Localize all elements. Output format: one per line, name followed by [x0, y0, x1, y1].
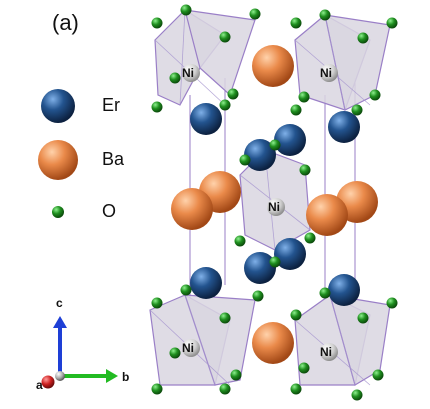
- ni-atom: [320, 64, 338, 82]
- o-atom: [290, 383, 302, 395]
- legend: [38, 89, 78, 218]
- legend-ba-sphere-icon: [38, 140, 78, 180]
- er-atoms: [190, 103, 360, 306]
- ni-label: Ni: [182, 341, 194, 355]
- legend-label-o: O: [102, 201, 117, 221]
- o-atom: [151, 297, 163, 309]
- ba-atom: [252, 45, 294, 87]
- o-atom: [169, 72, 181, 84]
- o-atom: [299, 164, 311, 176]
- panel-label: (a): [52, 10, 79, 35]
- o-atom: [351, 389, 363, 401]
- o-atom: [219, 312, 231, 324]
- o-atom: [319, 287, 331, 299]
- o-atom: [290, 309, 302, 321]
- ni-atom: [182, 64, 200, 82]
- o-atom: [386, 17, 398, 29]
- o-atom: [180, 4, 192, 16]
- axis-label-a: a: [36, 378, 43, 392]
- o-atom: [269, 139, 281, 151]
- o-atom: [151, 101, 163, 113]
- axis-origin: [55, 371, 65, 381]
- o-atom: [227, 88, 239, 100]
- o-atom: [151, 17, 163, 29]
- legend-o-sphere-icon: [52, 206, 64, 218]
- o-atom: [357, 312, 369, 324]
- o-atom: [180, 284, 192, 296]
- er-atom: [274, 238, 306, 270]
- legend-er-sphere-icon: [41, 89, 75, 123]
- legend-label-er: Er: [102, 95, 120, 115]
- o-atom: [319, 9, 331, 21]
- o-atom: [304, 232, 316, 244]
- ni-label: Ni: [320, 345, 332, 359]
- octahedron: [184, 9, 256, 97]
- o-atom: [298, 362, 310, 374]
- o-atom: [290, 17, 302, 29]
- legend-label-ba: Ba: [102, 149, 125, 169]
- er-atom: [244, 139, 276, 171]
- ba-atom: [171, 188, 213, 230]
- er-atom: [244, 252, 276, 284]
- o-atom: [169, 347, 181, 359]
- ba-atom: [306, 194, 348, 236]
- ba-atom: [252, 322, 294, 364]
- er-atom: [328, 274, 360, 306]
- o-atom: [219, 383, 231, 395]
- ni-atom: [182, 339, 200, 357]
- o-atom: [230, 369, 242, 381]
- o-atom: [252, 290, 264, 302]
- ni-octahedra: [149, 9, 391, 386]
- ni-label: Ni: [182, 66, 194, 80]
- o-atoms: [151, 4, 398, 401]
- axis-indicator: [41, 316, 118, 389]
- o-atom: [290, 104, 302, 116]
- ba-atoms: [171, 45, 378, 364]
- o-atom: [298, 91, 310, 103]
- b-arrowhead-icon: [106, 369, 118, 383]
- ni-atom: [320, 343, 338, 361]
- o-atom: [351, 104, 363, 116]
- o-atom: [249, 8, 261, 20]
- o-atom: [219, 31, 231, 43]
- ni-labels: Ni Ni Ni Ni Ni: [182, 66, 332, 359]
- axis-label-b: b: [122, 370, 130, 384]
- o-atom: [357, 32, 369, 44]
- o-atom: [369, 89, 381, 101]
- er-atom: [328, 111, 360, 143]
- o-atom: [269, 256, 281, 268]
- er-atom: [274, 124, 306, 156]
- ni-label: Ni: [320, 66, 332, 80]
- er-atom: [190, 267, 222, 299]
- o-atom: [239, 154, 251, 166]
- ni-atoms: [182, 64, 338, 361]
- ni-atom: [267, 198, 285, 216]
- o-atom: [386, 297, 398, 309]
- o-atom: [234, 235, 246, 247]
- c-arrowhead-icon: [53, 316, 67, 328]
- axis-label-c: c: [56, 296, 63, 310]
- o-atom: [151, 383, 163, 395]
- o-atom: [219, 99, 231, 111]
- o-atom: [372, 369, 384, 381]
- ni-label: Ni: [268, 200, 280, 214]
- er-atom: [190, 103, 222, 135]
- a-axis-origin: [41, 375, 55, 389]
